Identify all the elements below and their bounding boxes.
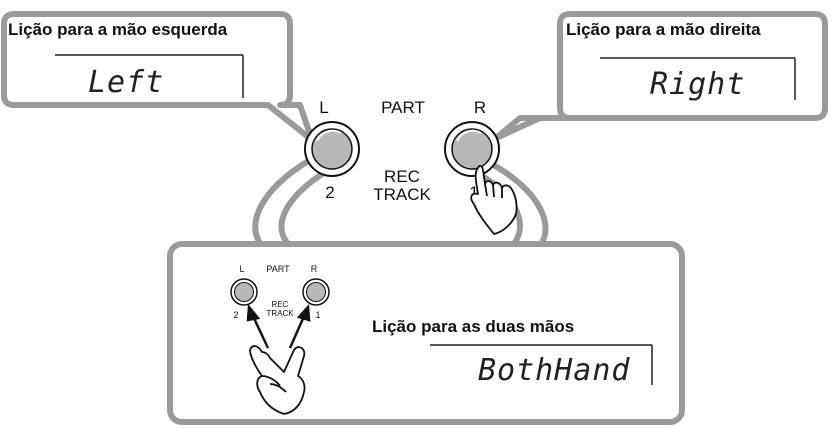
track-label: TRACK: [373, 185, 431, 204]
left-part-button[interactable]: [304, 121, 360, 177]
right-hand-title: Lição para a mão direita: [566, 20, 761, 39]
right-part-button[interactable]: [444, 121, 500, 177]
right-lcd-display: Right: [600, 57, 796, 102]
mini-track-label: TRACK: [266, 309, 294, 318]
right-lcd-text: Right: [650, 67, 745, 102]
mini-right-part-button[interactable]: [302, 278, 330, 306]
mini-left-label: L: [239, 264, 244, 274]
right-part-label: R: [474, 98, 486, 117]
press-arrows-icon: [246, 303, 311, 349]
part-button-panel: L PART R REC TRACK 2 1: [304, 98, 518, 235]
pointing-hand-icon: [470, 165, 518, 235]
two-finger-hand-icon: [249, 345, 306, 415]
left-hand-callout: Lição para a mão esquerda Left: [1, 11, 315, 143]
left-track-number: 2: [325, 183, 334, 202]
right-track-number: 1: [469, 183, 478, 202]
mini-left-track-number: 2: [233, 310, 238, 320]
rec-label: REC: [384, 167, 420, 186]
mini-part-label: PART: [266, 264, 290, 274]
left-lcd-display: Left: [55, 54, 244, 100]
mini-right-label: R: [311, 264, 318, 274]
mini-part-panel: L PART R REC TRACK 2 1: [230, 264, 330, 415]
both-lcd-display: BothHand: [430, 344, 653, 388]
both-hands-callout: L PART R REC TRACK 2 1: [167, 241, 685, 425]
part-label: PART: [381, 98, 425, 117]
left-part-label: L: [319, 98, 328, 117]
right-hand-callout: Lição para a mão direita Right: [493, 11, 828, 141]
mini-left-part-button[interactable]: [230, 278, 258, 306]
both-lcd-text: BothHand: [478, 353, 631, 388]
mini-right-track-number: 1: [315, 310, 320, 320]
left-lcd-text: Left: [88, 65, 164, 100]
mini-rec-label: REC: [272, 300, 289, 309]
both-hands-title: Lição para as duas mãos: [372, 317, 574, 336]
left-hand-title: Lição para a mão esquerda: [8, 20, 228, 39]
